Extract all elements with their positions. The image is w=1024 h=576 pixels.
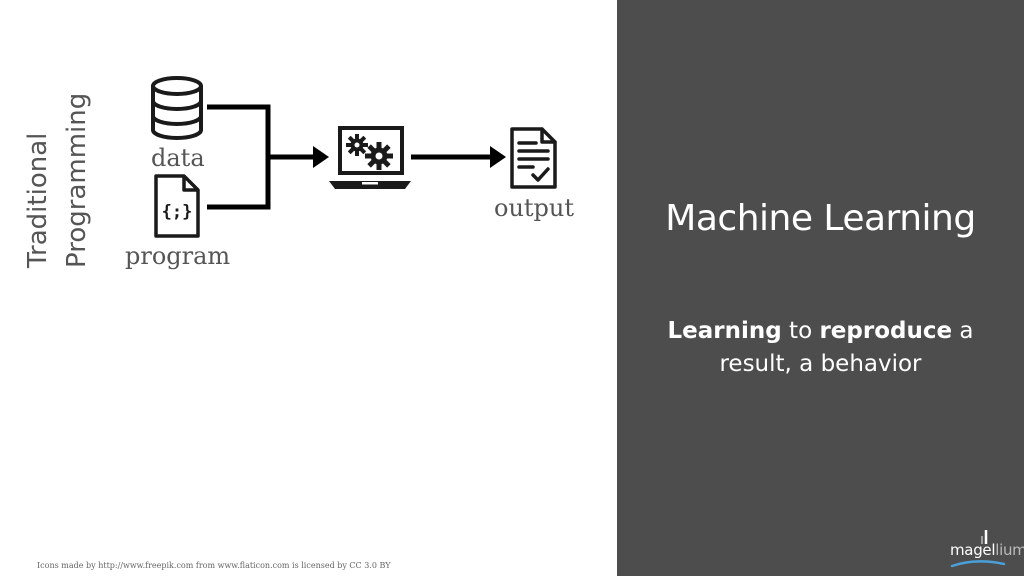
desc-text-a: a xyxy=(952,318,974,344)
magellium-logo-text: magellium xyxy=(950,541,1024,559)
desc-bold-learning: Learning xyxy=(667,318,782,344)
input-label-program: program xyxy=(125,242,231,270)
logo-text-part1: magel xyxy=(950,541,996,559)
desc-line2: result, a behavior xyxy=(719,351,922,377)
laptop-gears-icon xyxy=(329,126,411,189)
svg-text:{;}: {;} xyxy=(162,202,193,222)
input-connector xyxy=(207,104,314,210)
diagram-canvas: {;} xyxy=(151,76,557,238)
output-label: output xyxy=(494,194,575,222)
machine-learning-panel xyxy=(617,0,1024,576)
arrow-to-output xyxy=(490,146,506,168)
icon-credit: Icons made by http://www.freepik.com fro… xyxy=(37,561,391,570)
checklist-document-icon xyxy=(510,127,557,189)
desc-text-to: to xyxy=(781,318,820,344)
input-label-data: data xyxy=(151,144,205,172)
arrow-to-processor xyxy=(313,146,329,168)
machine-learning-title: Machine Learning xyxy=(665,198,976,239)
logo-text-part2: lium xyxy=(995,541,1024,559)
machine-learning-description: Learning to reproduce a result, a behavi… xyxy=(617,315,1024,381)
traditional-programming-panel: Traditional Programming {;} xyxy=(23,76,575,570)
desc-bold-reproduce: reproduce xyxy=(819,318,953,344)
database-icon xyxy=(151,76,203,140)
magellium-logo-mark xyxy=(950,530,1006,568)
code-file-icon: {;} xyxy=(154,174,200,238)
